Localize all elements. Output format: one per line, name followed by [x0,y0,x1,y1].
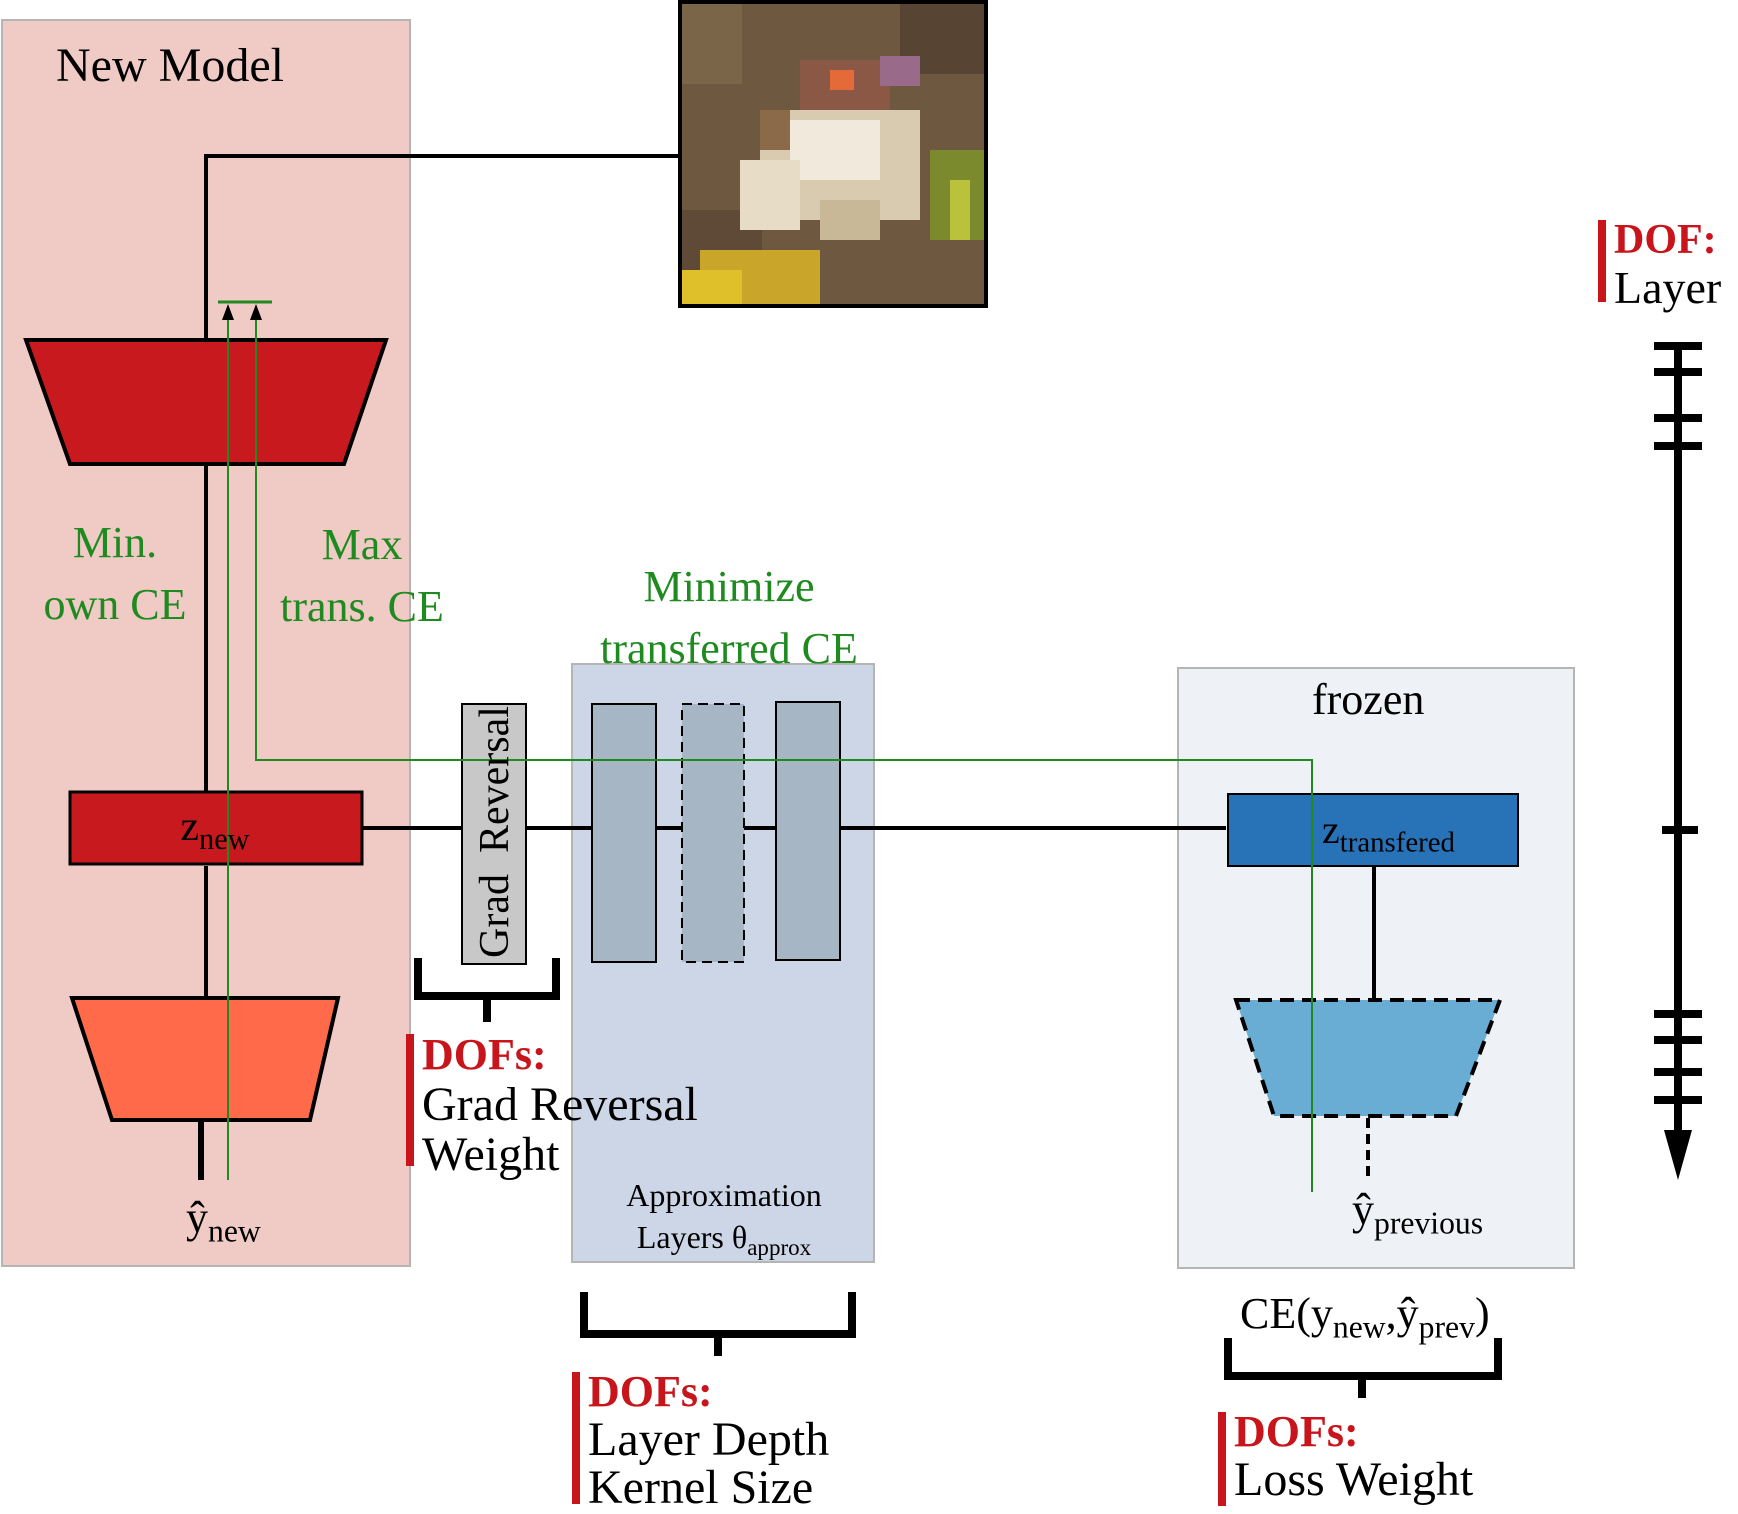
image-to-encoder-line [204,154,680,340]
grad-reversal-dof-line2: Weight [422,1128,560,1181]
grad-reversal-dof-bar [406,1034,414,1166]
min-own-ce-line2: own CE [43,580,187,629]
grad-reversal-bracket [414,958,560,1022]
ce-sub-new: new [1332,1309,1386,1345]
approx-label-main: Layers θ [636,1219,748,1255]
y-new-label: ŷnew [186,1193,261,1247]
approx-dof-line1: Layer Depth [588,1413,830,1466]
min-own-ce-label: Min. own CE [20,512,210,636]
z-new-sub: new [199,822,250,857]
frozen-title: frozen [1312,675,1425,724]
z-transfered-main: z [1322,807,1340,852]
ce-close: ) [1474,1289,1490,1338]
approx-layer-1 [591,703,657,963]
grad-reversal-dof-head: DOFs: [422,1030,547,1079]
approx-dof-line2: Kernel Size [588,1461,814,1514]
z-transfered-sub: transfered [1339,826,1455,859]
z-new-box [68,790,364,866]
loss-bracket [1224,1338,1502,1398]
ce-mid: ,ŷ [1385,1289,1419,1338]
y-new-main: ŷ [186,1193,208,1242]
y-previous-main: ŷ [1352,1185,1374,1234]
layer-axis-arrowhead [1664,1130,1692,1180]
layer-axis [1654,342,1702,1180]
approx-dofs: DOFs: Layer Depth Kernel Size [588,1368,829,1512]
max-trans-ce-line1: Max [321,520,403,569]
loss-dof-line1: Loss Weight [1234,1453,1474,1506]
approx-layer-2-optional [681,703,745,963]
z-new-label: znew [140,804,290,854]
approx-dof-head: DOFs: [588,1367,713,1416]
loss-dofs: DOFs: Loss Weight [1234,1408,1473,1504]
layer-dof-line1: Layer [1614,262,1722,313]
approx-label-line1: Approximation [626,1177,822,1213]
layer-dof-bar [1598,220,1606,302]
new-model-title: New Model [56,39,284,92]
grad-reversal-label: Grad Reversal [472,706,518,958]
ce-loss-label: CE(ynew,ŷprev) [1240,1289,1490,1343]
min-own-ce-line1: Min. [72,518,158,567]
z-transfered-label: ztransfered [1322,807,1455,858]
layer-dof: DOF: Layer [1614,216,1721,312]
max-trans-ce-path [250,304,1313,1192]
minimize-line1: Minimize [643,562,815,611]
y-new-sub: new [208,1213,261,1249]
loss-dof-bar [1218,1412,1226,1506]
y-previous-label: ŷprevious [1352,1185,1483,1239]
layer-dof-head: DOF: [1614,217,1717,263]
ce-open: CE(y [1240,1289,1333,1338]
grad-reversal-box[interactable] [461,703,527,965]
approx-label-sub: approx [747,1233,812,1260]
ce-sub-prev: prev [1418,1309,1475,1345]
grad-reversal-dofs: DOFs: Grad Reversal Weight [422,1030,698,1180]
decoder-block [69,996,341,1122]
max-trans-ce-line2: trans. CE [280,582,444,631]
loss-dof-head: DOFs: [1234,1407,1359,1456]
grad-reversal-dof-line1: Grad Reversal [422,1078,698,1131]
frog-image-icon [678,0,988,308]
encoder-block [23,338,389,466]
z-transfered-box [1227,793,1519,867]
max-trans-ce-label: Max trans. CE [262,514,462,638]
approximation-layers-label: Approximation Layers θapprox [586,1174,862,1258]
y-previous-sub: previous [1374,1205,1484,1241]
approx-bracket [580,1292,856,1356]
frozen-decoder-block [1233,998,1503,1118]
approx-dof-bar [572,1372,580,1504]
approx-layer-3 [775,701,841,961]
approx-label-line2: Layers θapprox [586,1216,862,1258]
minimize-transferred-ce-label: Minimize transferred CE [566,556,892,680]
minimize-line2: transferred CE [600,624,858,673]
z-new-main: z [180,804,200,850]
